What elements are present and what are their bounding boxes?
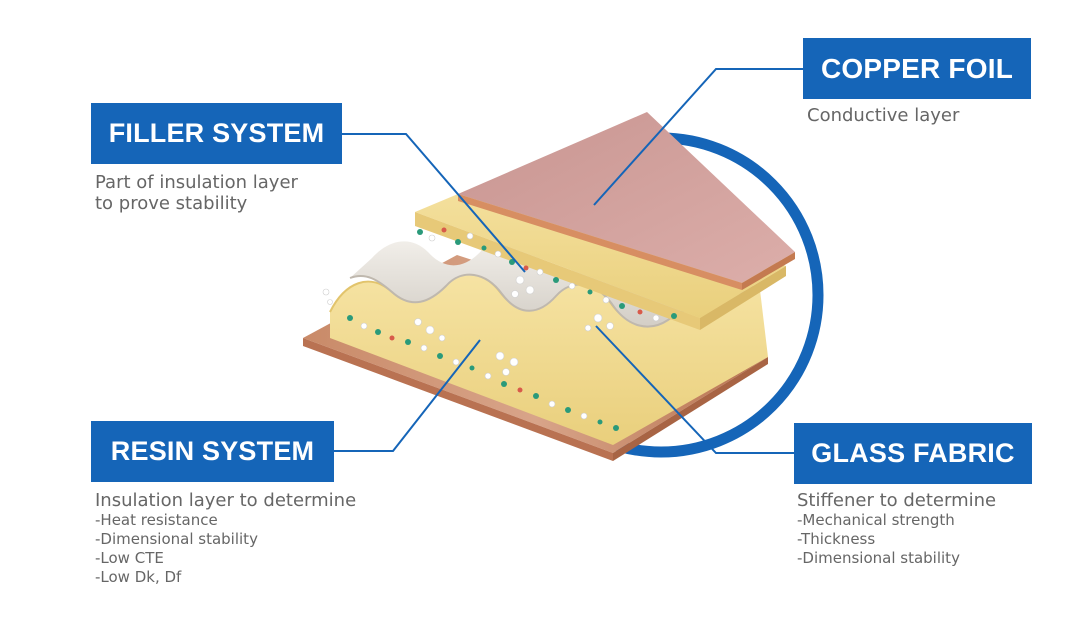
resin-system-item: -Low CTE — [95, 549, 164, 567]
copper-foil-description: Conductive layer — [807, 105, 959, 126]
filler-system-desc-line: to prove stability — [95, 193, 248, 214]
copper-foil-leader — [593, 68, 803, 206]
filler-system-label: FILLER SYSTEM — [91, 103, 342, 164]
glass-fabric-label: GLASS FABRIC — [794, 423, 1032, 484]
resin-system-desc-text: Insulation layer to determine — [95, 490, 357, 511]
glass-fabric-item: -Dimensional stability — [797, 549, 960, 567]
glass-fabric-item: -Thickness — [797, 530, 876, 548]
resin-system-item: -Dimensional stability — [95, 530, 258, 548]
copper-foil-desc-text: Conductive layer — [807, 105, 960, 126]
filler-particles — [322, 227, 677, 431]
filler-system-desc-line: Part of insulation layer — [95, 172, 298, 193]
resin-system-item: -Low Dk, Df — [95, 568, 182, 586]
filler-system-description: Part of insulation layer to prove stabil… — [95, 172, 298, 214]
filler-system-leader — [342, 133, 526, 273]
top-copper-layer — [458, 112, 795, 290]
glass-fabric-item: -Mechanical strength — [797, 511, 955, 529]
resin-system-label: RESIN SYSTEM — [91, 421, 334, 482]
glass-fabric-desc-text: Stiffener to determine — [797, 490, 997, 511]
glass-fabric-description: Stiffener to determine -Mechanical stren… — [797, 490, 996, 568]
glass-fabric-leader — [595, 325, 794, 454]
resin-system-leader — [334, 339, 481, 452]
copper-foil-label: COPPER FOIL — [803, 38, 1031, 99]
resin-system-item: -Heat resistance — [95, 511, 218, 529]
resin-system-description: Insulation layer to determine -Heat resi… — [95, 490, 356, 587]
leader-lines — [334, 68, 803, 454]
